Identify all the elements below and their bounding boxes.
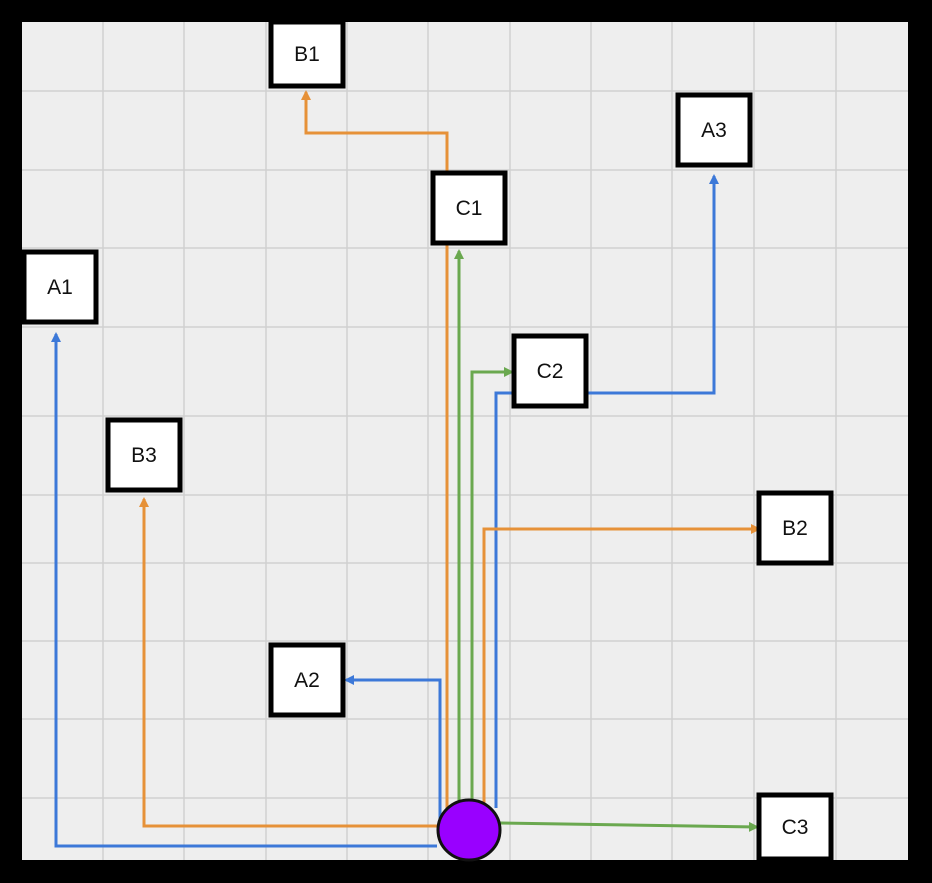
node-label: A2	[294, 669, 320, 692]
node-label: B2	[782, 517, 808, 540]
node-box	[675, 92, 753, 168]
node-box	[756, 490, 834, 566]
route-to-b1	[301, 90, 449, 826]
node-b2: B2	[756, 490, 834, 566]
route-to-b2	[482, 524, 761, 808]
node-label: A3	[701, 119, 727, 142]
route-to-a3	[494, 174, 719, 808]
node-box	[268, 642, 346, 718]
node-box	[430, 170, 508, 246]
node-box	[21, 249, 99, 325]
node-box	[268, 19, 346, 89]
node-label: C1	[456, 197, 483, 220]
origin-circle-icon	[436, 798, 502, 862]
node-box	[105, 417, 183, 493]
route-to-a2	[344, 675, 442, 826]
node-a3: A3	[675, 92, 753, 168]
node-c1: C1	[430, 170, 508, 246]
node-a2: A2	[268, 642, 346, 718]
node-c2: C2	[511, 333, 589, 409]
node-box	[511, 333, 589, 409]
node-label: B1	[294, 43, 320, 66]
node-box	[756, 792, 834, 862]
node-label: C2	[537, 360, 564, 383]
route-to-c3	[499, 821, 759, 832]
route-to-c2	[470, 367, 514, 808]
node-a1: A1	[21, 249, 99, 325]
node-label: B3	[131, 444, 157, 467]
route-to-a1	[51, 332, 437, 848]
node-c3: C3	[756, 792, 834, 862]
node-b1: B1	[268, 19, 346, 89]
node-b3: B3	[105, 417, 183, 493]
origin-layer	[436, 798, 502, 862]
node-label: C3	[782, 816, 809, 839]
routes-layer	[51, 90, 761, 848]
route-to-b3	[139, 497, 440, 828]
node-label: A1	[47, 276, 73, 299]
